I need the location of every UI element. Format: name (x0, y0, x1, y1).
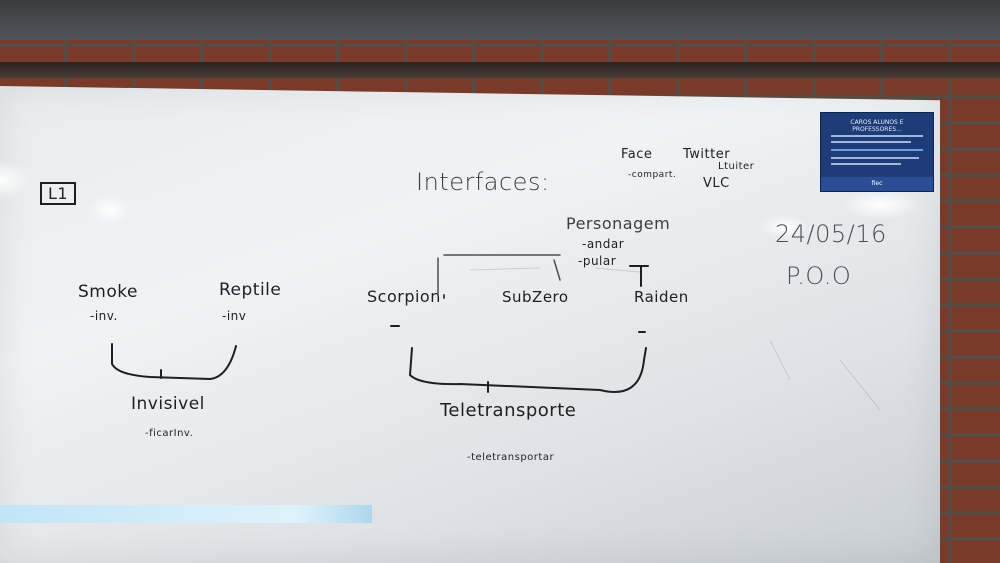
light-glare (760, 215, 810, 240)
personagem-label: Personagem (566, 214, 671, 233)
whiteboard (0, 86, 940, 563)
personagem-method: -pular (578, 254, 617, 268)
light-glare (90, 195, 130, 225)
corner-mark: L1 (40, 182, 77, 205)
light-glare (840, 190, 920, 220)
right-bracket (408, 347, 647, 393)
note-compart: -compart. (628, 170, 677, 180)
poster-title: CAROS ALUNOS E PROFESSORES... (850, 119, 904, 133)
interface-teletransporte: Teletransporte (440, 400, 577, 421)
poster-line (831, 163, 901, 165)
left-bracket (111, 343, 237, 381)
poster-line (831, 135, 923, 137)
ghost-marks (769, 339, 881, 411)
notice-poster: CAROS ALUNOS E PROFESSORES... fiec (820, 112, 934, 192)
board-title: Interfaces: (416, 168, 550, 196)
class-subzero: SubZero (502, 288, 569, 306)
poster-footer: fiec (821, 177, 933, 191)
top-connector (437, 254, 561, 297)
smoke-method: -inv. (90, 309, 118, 323)
class-scorpion: Scorpion (367, 287, 441, 306)
poster-line (831, 141, 911, 143)
board-date: 24/05/16 (775, 220, 887, 248)
interface-invisivel: Invisivel (131, 394, 205, 414)
class-raiden: Raiden (634, 288, 689, 306)
poster-line (831, 149, 923, 151)
note-twitter: Twitter (683, 147, 731, 162)
board-course: P.O.O (786, 262, 852, 290)
teletransporte-method: -teletransportar (467, 452, 555, 463)
raiden-connector (629, 265, 649, 287)
invisivel-method: -ficarInv. (145, 428, 194, 439)
note-vlc: VLC (703, 176, 730, 191)
class-reptile: Reptile (219, 280, 282, 300)
reptile-method: -inv (222, 309, 247, 323)
class-smoke: Smoke (78, 282, 138, 302)
ghost-marks (469, 267, 641, 273)
projector-strip (0, 505, 372, 523)
note-face: Face (621, 147, 653, 162)
board-rail (0, 62, 1000, 78)
note-tuiter: Ltuiter (718, 161, 755, 172)
personagem-method: -andar (582, 237, 625, 251)
poster-line (831, 157, 919, 159)
